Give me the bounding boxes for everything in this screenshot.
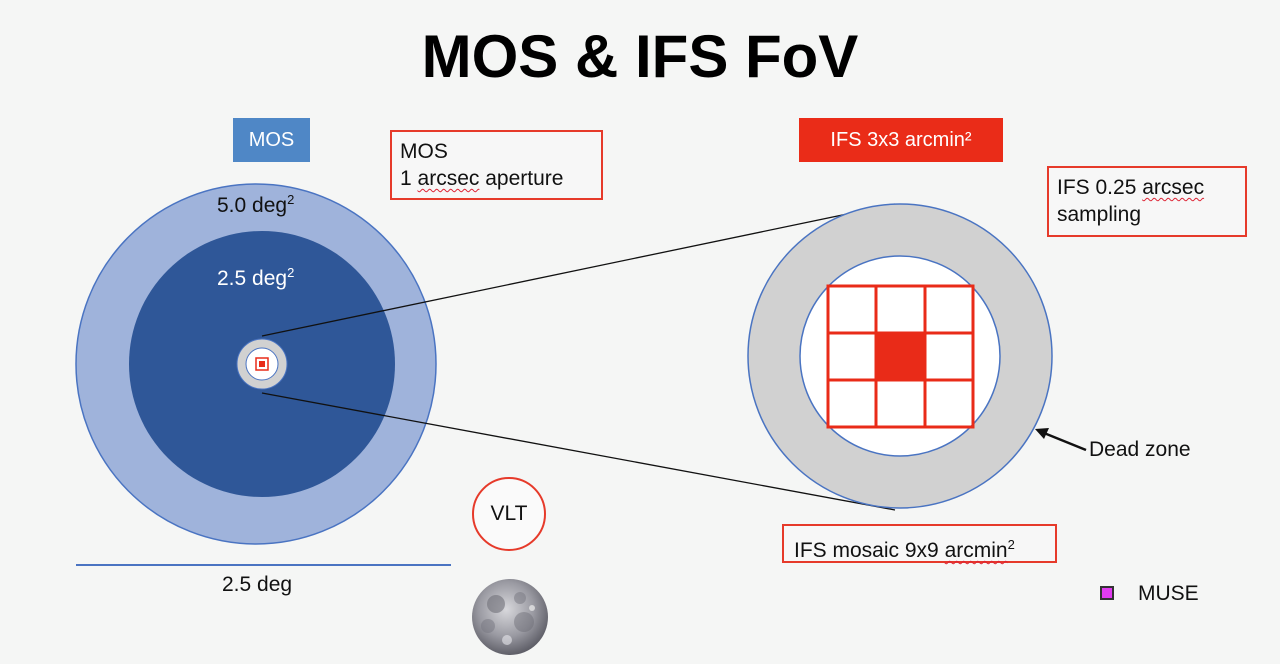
mos-aperture-note: MOS 1 arcsec aperture	[390, 130, 603, 200]
outer-area-label: 5.0 deg2	[217, 192, 295, 217]
dead-zone-label: Dead zone	[1089, 438, 1191, 461]
moon-image	[472, 579, 548, 655]
vlt-label: VLT	[490, 502, 528, 525]
ifs-mosaic-note: IFS mosaic 9x9 arcmin2	[782, 524, 1057, 563]
ifs-tag: IFS 3x3 arcmin²	[799, 118, 1003, 162]
inner-area-label: 2.5 deg2	[217, 265, 295, 290]
zoom-line-bottom	[261, 392, 896, 511]
scale-label: 2.5 deg	[222, 573, 293, 596]
zoom-line-top	[261, 203, 896, 337]
muse-legend-swatch	[1100, 586, 1114, 600]
muse-legend-label: MUSE	[1138, 582, 1199, 605]
arrow-icon	[1035, 428, 1087, 452]
mos-tag: MOS	[233, 118, 310, 162]
slide-title: MOS & IFS FoV	[421, 23, 859, 90]
ifs-sampling-note: IFS 0.25 arcsec sampling	[1047, 166, 1247, 237]
ifs-center-cell	[876, 333, 925, 380]
mini-ifs-center	[259, 361, 265, 367]
vlt-circle: VLT	[472, 477, 546, 551]
